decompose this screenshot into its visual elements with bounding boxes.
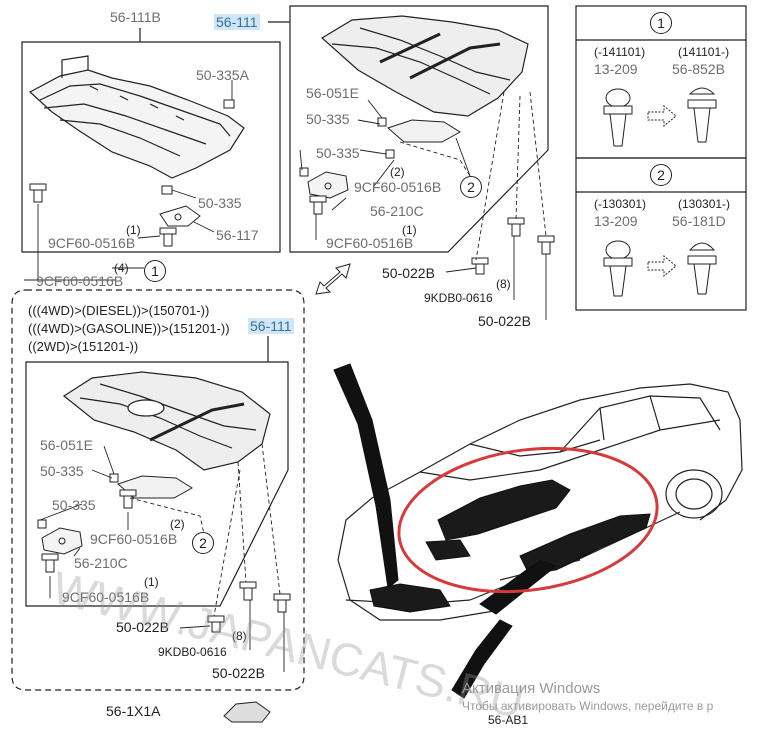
undercover-panel-left: [28, 55, 245, 179]
left-leaders: [24, 80, 233, 281]
qty-lower-8: (8): [232, 629, 247, 643]
detail-1-left-part: 13-209: [594, 61, 638, 77]
left-bracket-56-117: [159, 205, 201, 227]
label-9CF60-left-outer: 9CF60-0516B: [36, 273, 124, 289]
label-56-051E-top: 56-051E: [306, 85, 359, 101]
label-56-210C-lower: 56-210C: [74, 555, 128, 571]
lower-clips: [37, 473, 291, 633]
lower-plate-56-210C: [41, 527, 83, 555]
qty-left-1: (1): [126, 223, 141, 237]
top-right-box: [268, 5, 549, 253]
label-50-335-top-a: 50-335: [306, 111, 350, 127]
label-50-335A: 50-335A: [196, 67, 249, 83]
left-bolt-9CF60: [29, 183, 177, 247]
lower-inner-box: [25, 336, 289, 607]
detail-2-circle: 2: [650, 164, 672, 186]
qty-top-2: (2): [390, 165, 405, 179]
qty-lower-2: (2): [170, 517, 185, 531]
label-9KDB0-top: 9KDB0-0616: [424, 291, 493, 305]
underbody-panels: [369, 479, 651, 613]
activation-title: Активация Windows: [462, 680, 601, 697]
detail-2-left-part: 13-209: [594, 213, 638, 229]
bottom-part-sketch: [223, 701, 271, 723]
label-50-022B-top-a: 50-022B: [382, 265, 435, 281]
label-50-022B-top-b: 50-022B: [478, 313, 531, 329]
label-50-335-top-b: 50-335: [316, 145, 360, 161]
detail-2-right-part: 56-181D: [672, 213, 726, 229]
qty-left-4: (4): [114, 261, 129, 275]
callout-circle-2-top: 2: [460, 176, 482, 198]
pointer-stripe: [333, 363, 557, 699]
undercover-panel-lower: [62, 371, 271, 471]
ref-56-AB1-cut: 56-AB1: [488, 713, 529, 727]
right-plate-56-051E: [387, 119, 461, 143]
condition-1: (((4WD)>(DIESEL))>(150701-)): [28, 303, 210, 318]
clip-illustrations: [603, 87, 717, 297]
detail-1-right-range: (141101-): [678, 45, 730, 59]
ref-56-111B: 56-111B: [110, 9, 161, 25]
label-50-335-lower-a: 50-335: [40, 463, 84, 479]
label-56-117: 56-117: [216, 227, 259, 243]
top-left-box: [21, 28, 281, 253]
label-56-210C-top: 56-210C: [370, 203, 424, 219]
condition-3: ((2WD)>(151201-)): [28, 339, 139, 354]
label-50-335-left: 50-335: [198, 195, 242, 211]
lower-leaders: [39, 443, 285, 672]
highlight-ellipse: [397, 446, 659, 594]
detail-2-right-range: (130301-): [678, 197, 731, 211]
undercover-panel-right: [320, 15, 529, 117]
right-leaders: [299, 91, 547, 320]
label-50-022B-lower-b: 50-022B: [212, 665, 265, 681]
label-9CF60-lower-a: 9CF60-0516B: [90, 531, 178, 547]
label-50-022B-lower-a: 50-022B: [116, 619, 169, 635]
detail-box-2: [575, 157, 747, 311]
label-9CF60-top-a: 9CF60-0516B: [354, 179, 442, 195]
detail-1-right-part: 56-852B: [672, 61, 725, 77]
lower-dashed-box: [11, 289, 305, 691]
qty-top-8: (8): [496, 277, 511, 291]
detail-1-circle: 1: [650, 12, 672, 34]
ref-56-111-lower[interactable]: 56-111: [248, 318, 294, 334]
right-plate-56-210C: [307, 171, 349, 199]
label-9KDB0-lower: 9KDB0-0616: [158, 645, 227, 659]
label-9CF60-lower-b: 9CF60-0516B: [62, 589, 150, 605]
detail-2-left-range: (-130301): [594, 197, 647, 211]
label-9CF60-top-b: 9CF60-0516B: [326, 235, 414, 251]
qty-lower-1: (1): [144, 575, 159, 589]
callout-circle-2-lower: 2: [192, 532, 214, 554]
ref-56-111-top[interactable]: 56-111: [214, 14, 260, 30]
label-9CF60-left-inner: 9CF60-0516B: [48, 235, 136, 251]
label-50-335-lower-b: 50-335: [52, 497, 96, 513]
double-arrow: [315, 263, 351, 295]
activation-text: Чтобы активировать Windows, перейдите в …: [462, 699, 714, 713]
label-56-051E-lower: 56-051E: [40, 437, 93, 453]
condition-2: (((4WD)>(GASOLINE))>(151201-)): [28, 321, 230, 336]
qty-top-1: (1): [402, 223, 417, 237]
ref-56-1X1A: 56-1X1A: [106, 703, 161, 719]
callout-circle-1: 1: [144, 260, 166, 282]
detail-1-left-range: (-141101): [594, 45, 646, 59]
